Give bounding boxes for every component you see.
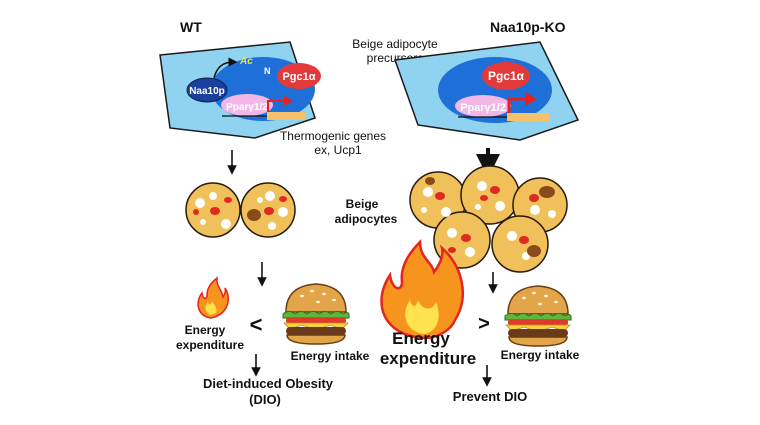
ko-ppary-label: Pparγ1/2 [460, 102, 506, 114]
ko-transcription-arrow [525, 92, 537, 106]
ko-energy-expenditure-line2: expenditure [380, 349, 476, 368]
wt-beige-adipocytes [185, 182, 296, 238]
wt-ppary-label: Pparγ1/2 [226, 102, 268, 113]
wt-energy-intake-label: Energy intake [291, 349, 370, 363]
dio-label-line2: (DIO) [249, 392, 281, 407]
ko-burger-icon [504, 285, 572, 347]
acetyl-label: Ac [239, 56, 253, 67]
wt-small-flame-icon [197, 276, 229, 319]
ko-energy-intake-label: Energy intake [501, 348, 580, 362]
ko-large-flame-icon [380, 238, 464, 340]
wt-burger-icon [282, 283, 350, 345]
naa10p-protein [186, 77, 228, 103]
ko-pgc1a-protein [482, 62, 530, 90]
wt-ppary-protein [221, 94, 273, 116]
thermogenic-label-line2: ex, Ucp1 [314, 143, 362, 157]
wt-transcription-arrow [284, 96, 293, 106]
wt-energy-expenditure-line1: Energy [185, 323, 226, 337]
greater-than-sign: > [478, 313, 490, 335]
wt-pgc1a-label: Pgc1α [282, 71, 315, 83]
ko-pgc1a-label: Pgc1α [488, 69, 525, 83]
ko-gene-bar [507, 113, 549, 121]
naa10p-label: Naa10p [189, 86, 225, 97]
precursors-label-line1: Beige adipocyte [352, 37, 438, 51]
wt-pgc1a-protein [277, 63, 321, 89]
wt-gene-bar [267, 112, 305, 120]
n-terminus-label: N [264, 66, 271, 76]
ko-energy-expenditure-line1: Energy [392, 329, 450, 348]
ko-lipid-droplets [421, 177, 556, 260]
wt-energy-expenditure-line2: expenditure [176, 338, 244, 352]
beige-label-line1: Beige [346, 197, 379, 211]
thermogenic-label-line1: Thermogenic genes [280, 129, 386, 143]
dio-label-line1: Diet-induced Obesity [203, 376, 334, 391]
acetylation-arrow [213, 57, 238, 79]
beige-label-line2: adipocytes [335, 212, 398, 226]
less-than-sign: < [250, 312, 263, 337]
ko-ppary-protein [455, 95, 511, 117]
prevent-dio-label: Prevent DIO [453, 389, 527, 404]
ko-label: Naa10p-KO [490, 19, 566, 35]
wt-label: WT [180, 19, 202, 35]
